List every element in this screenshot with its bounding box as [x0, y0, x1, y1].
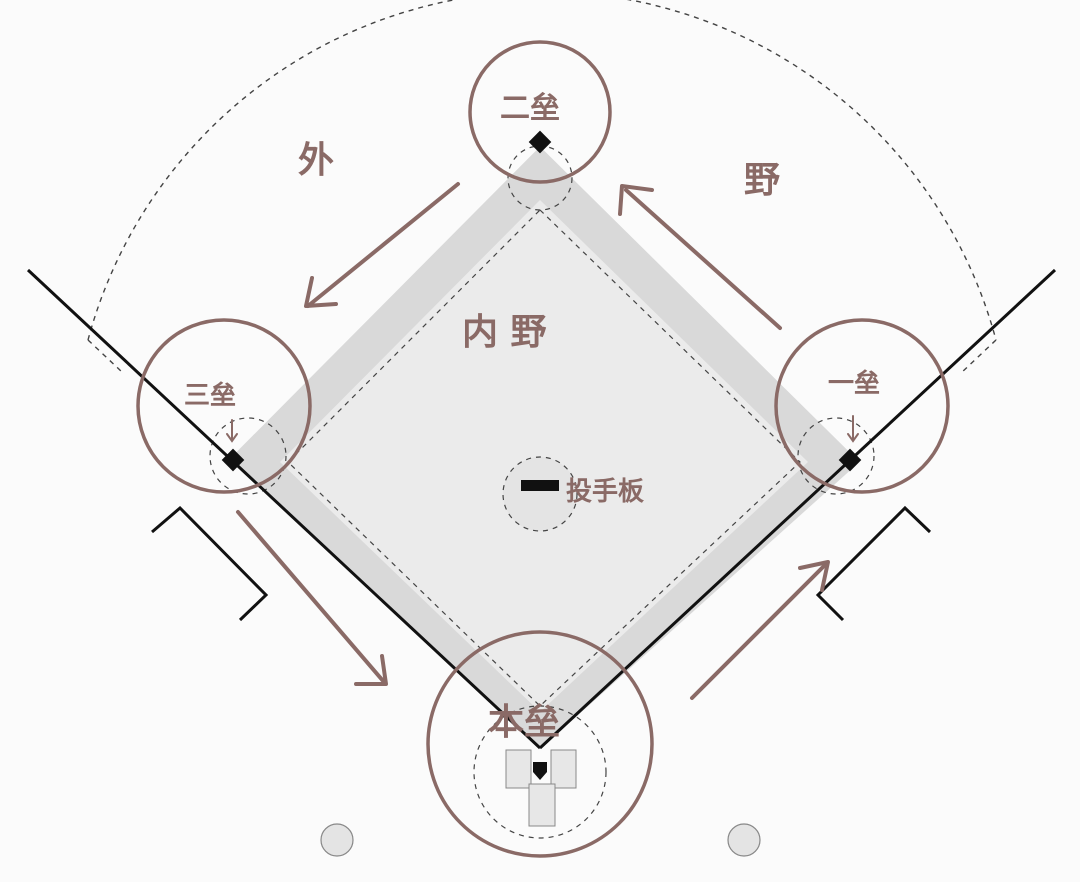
first-base-bag [838, 448, 862, 472]
pitchers-plate-label: 投手板 [566, 477, 644, 507]
arrow-first-to-second [618, 184, 782, 330]
third-base-coach-box [151, 505, 269, 622]
infield-dashed-edge [287, 209, 801, 707]
outfield-label-right: 野 [744, 160, 780, 201]
second-base-bag [528, 130, 552, 154]
outfield-dashed-right-return [959, 339, 997, 375]
home-plate [533, 762, 547, 780]
second-base-annotation-circle [468, 40, 612, 184]
outfield-dashed-left-return [87, 339, 123, 373]
first-base-foul-line [538, 268, 1057, 750]
pitchers-mound [502, 456, 578, 532]
third-base-pointer [226, 419, 238, 443]
third-base-foul-line [26, 268, 542, 750]
infield-label: 内 野 [462, 312, 547, 353]
home-plate-label: 本垒 [488, 702, 560, 743]
on-deck-circle-right [727, 823, 761, 857]
first-base-coach-box [815, 505, 932, 622]
pitchers-plate [521, 480, 559, 491]
catchers-box [528, 783, 556, 827]
left-batters-box [505, 749, 532, 789]
third-base-label: 三垒 [184, 381, 236, 411]
third-base-annotation-circle [136, 318, 312, 494]
outfield-label-left: 外 [298, 140, 334, 181]
arrow-third-to-home [236, 510, 388, 686]
arrow-home-to-first [690, 560, 830, 700]
second-base-label: 二垒 [500, 91, 560, 126]
infield-area [280, 200, 808, 712]
first-base-pointer [847, 415, 859, 443]
first-base-annotation-circle [774, 318, 950, 494]
on-deck-circle-left [320, 823, 354, 857]
outfield-fence-arc [87, 0, 997, 341]
right-batters-box [550, 749, 577, 789]
arrow-second-to-third [304, 182, 460, 308]
home-plate-annotation-circle [426, 630, 654, 858]
first-base-dirt-circle [797, 417, 875, 495]
home-plate-dirt-circle [473, 705, 607, 839]
first-base-label: 一垒 [828, 369, 880, 399]
third-base-dirt-circle [209, 417, 287, 495]
